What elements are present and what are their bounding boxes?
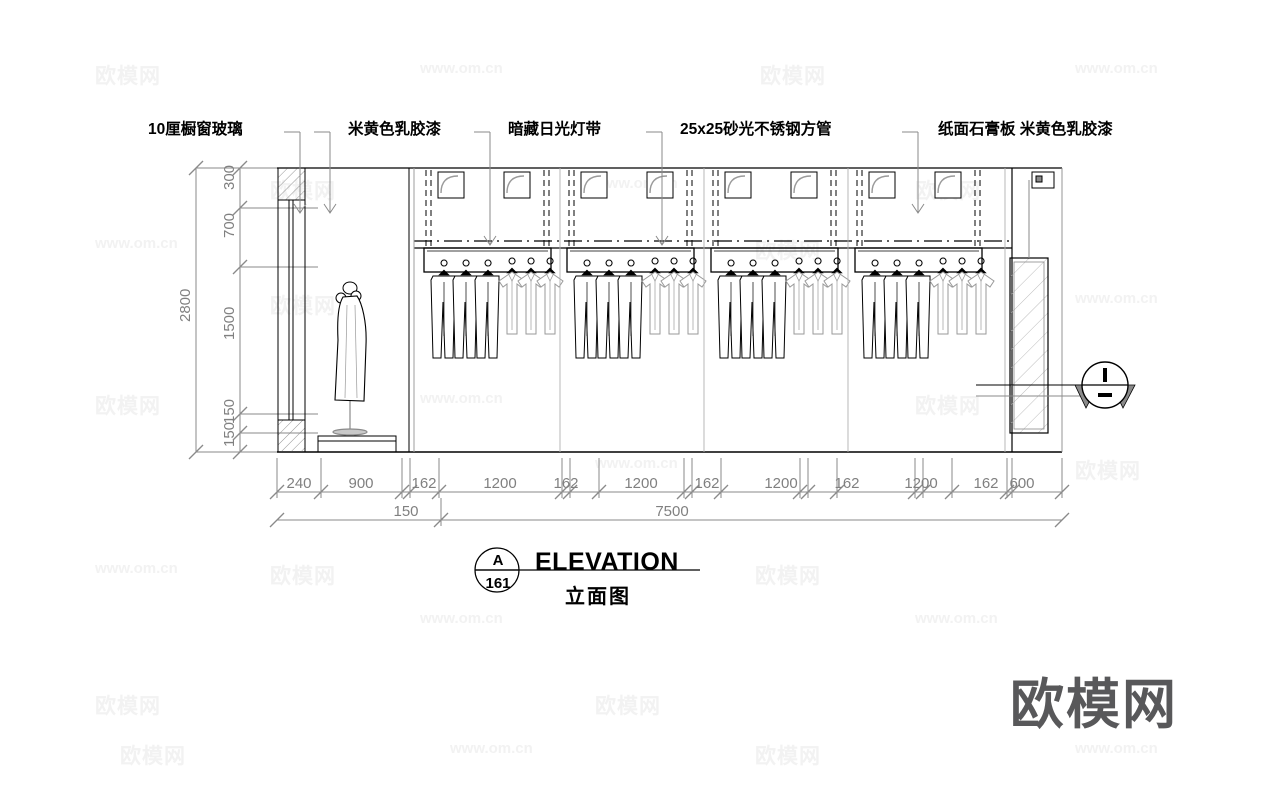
annotation-label-lightband: 暗藏日光灯带 <box>508 121 602 138</box>
hanging-trousers <box>474 275 500 359</box>
hanger-hook <box>937 257 949 274</box>
display-bay-3 <box>710 170 851 359</box>
hanger-hook <box>687 257 699 274</box>
hanger-hook <box>975 257 987 274</box>
ceiling-light-fixture <box>934 171 962 199</box>
hanger-hook <box>956 257 968 274</box>
hanging-shirt <box>967 271 995 335</box>
dimension-v-4: 150 <box>221 421 238 447</box>
hanging-shirt <box>823 271 851 335</box>
hanger-hook <box>544 257 556 274</box>
hanger-hook <box>438 259 450 276</box>
hanging-shirt <box>679 271 707 335</box>
hanger-hook <box>506 257 518 274</box>
annotation-label-gypsum: 纸面石膏板 米黄色乳胶漆 <box>938 121 1113 138</box>
dimension-h-1: 900 <box>348 475 374 492</box>
ceiling-light-fixture <box>724 171 752 199</box>
dimension-overall-1: 7500 <box>655 503 689 520</box>
hanger-hook <box>668 257 680 274</box>
hanger-hook <box>812 257 824 274</box>
hanger-hook <box>793 257 805 274</box>
hanger-hook <box>831 257 843 274</box>
display-bay-4 <box>854 170 995 359</box>
annotation-label-glass: 10厘橱窗玻璃 <box>148 121 243 138</box>
detail-tag-number: 161 <box>485 575 511 592</box>
dimension-v-total: 2800 <box>177 288 194 322</box>
hanging-trousers <box>883 275 909 359</box>
ceiling-light-fixture <box>437 171 465 199</box>
hanger-hook <box>649 257 661 274</box>
dimension-v-2: 1500 <box>221 306 238 340</box>
dimension-h-3: 1200 <box>483 475 517 492</box>
dimension-overall-0: 150 <box>393 503 419 520</box>
hanger-hook <box>913 259 925 276</box>
hanging-trousers <box>452 275 478 359</box>
dimension-h-11: 600 <box>1009 475 1035 492</box>
hanger-hook <box>625 259 637 276</box>
hanging-trousers <box>861 275 887 359</box>
hanger-hook <box>725 259 737 276</box>
dimension-h-9: 1200 <box>904 475 938 492</box>
hanging-trousers <box>717 275 743 359</box>
ceiling-light-fixture <box>868 171 896 199</box>
level-marker <box>1074 361 1136 409</box>
dimension-v-0: 300 <box>221 164 238 190</box>
hanging-trousers <box>905 275 931 359</box>
dimension-h-8: 162 <box>834 475 860 492</box>
dimension-h-4: 162 <box>553 475 579 492</box>
hanger-hook <box>460 259 472 276</box>
hanger-hook <box>747 259 759 276</box>
ceiling-light-fixture <box>646 171 674 199</box>
hanger-hook <box>769 259 781 276</box>
hanging-shirt <box>536 271 564 335</box>
hanger-hook <box>525 257 537 274</box>
dimension-h-6: 162 <box>694 475 720 492</box>
dimension-h-10: 162 <box>973 475 999 492</box>
brand-logo: 欧模网 <box>1010 675 1178 735</box>
hanging-trousers <box>595 275 621 359</box>
dimension-v-1: 700 <box>221 212 238 238</box>
display-bay-1 <box>423 170 564 359</box>
ceiling-light-fixture <box>580 171 608 199</box>
ceiling-light-fixture <box>503 171 531 199</box>
display-bay-2 <box>566 170 707 359</box>
dimension-h-5: 1200 <box>624 475 658 492</box>
hanging-trousers <box>617 275 643 359</box>
hanger-hook <box>869 259 881 276</box>
hanger-hook <box>482 259 494 276</box>
hanger-hook <box>891 259 903 276</box>
detail-tag-letter: A <box>492 552 504 569</box>
elevation-title-cn: 立面图 <box>565 586 631 608</box>
hanging-trousers <box>430 275 456 359</box>
title-block-symbol <box>474 547 700 593</box>
hanging-trousers <box>739 275 765 359</box>
hanger-hook <box>581 259 593 276</box>
ceiling-light-fixture <box>790 171 818 199</box>
hanging-trousers <box>573 275 599 359</box>
dimension-h-0: 240 <box>286 475 312 492</box>
hanger-hook <box>603 259 615 276</box>
dimension-h-7: 1200 <box>764 475 798 492</box>
elevation-title-en: ELEVATION <box>535 548 679 576</box>
annotation-label-paint: 米黄色乳胶漆 <box>348 121 442 138</box>
annotation-label-sstube: 25x25砂光不锈钢方管 <box>680 121 832 138</box>
hanging-trousers <box>761 275 787 359</box>
dimension-v-3: 150 <box>221 398 238 424</box>
dimension-h-2: 162 <box>411 475 437 492</box>
